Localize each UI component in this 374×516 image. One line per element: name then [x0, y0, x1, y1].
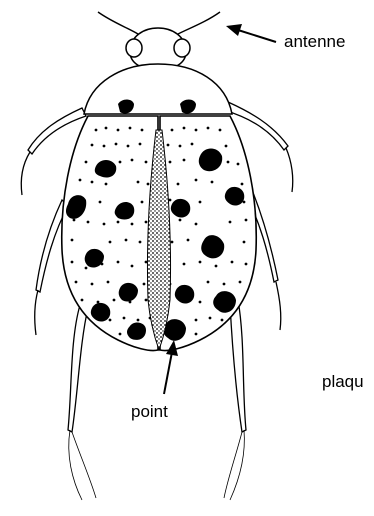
antenne-label: antenne	[284, 33, 345, 50]
right-elytron	[160, 116, 256, 351]
left-elytron	[62, 116, 158, 351]
plaque-label: plaqu	[322, 373, 364, 390]
right-eye	[174, 39, 190, 57]
antenne-pointer-arrow	[226, 24, 276, 42]
pronotum	[84, 64, 232, 114]
point-label: point	[131, 403, 168, 420]
left-eye	[126, 39, 142, 57]
